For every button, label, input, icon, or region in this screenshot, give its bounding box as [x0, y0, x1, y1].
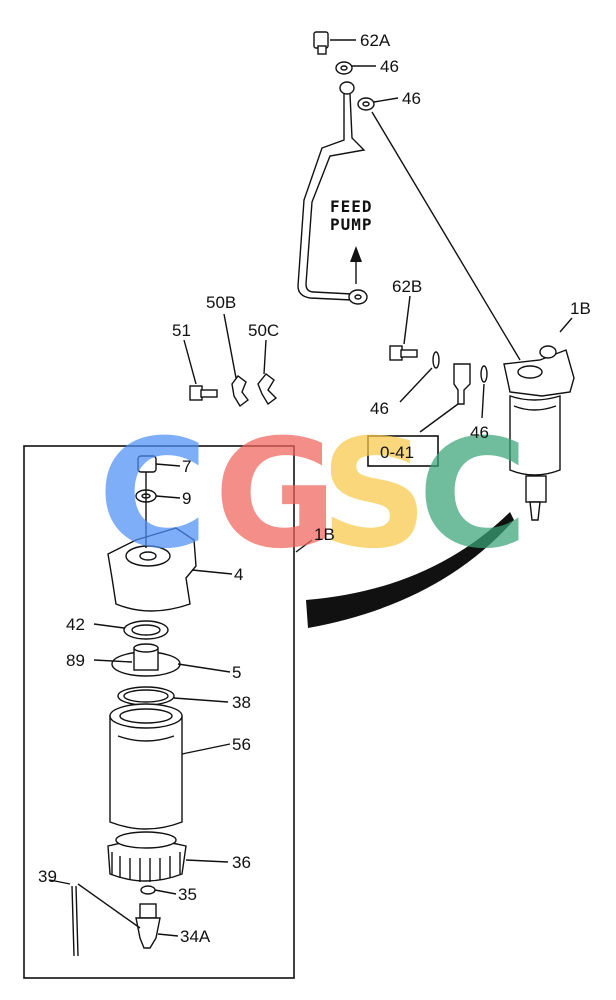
exploded-filter [49, 455, 233, 957]
watermark: C G S C [98, 408, 528, 582]
label-feed: FEED [330, 197, 373, 216]
label-1B-box: 1B [314, 525, 335, 544]
label-46-c: 46 [370, 399, 389, 418]
label-89: 89 [66, 651, 85, 670]
label-5: 5 [232, 663, 241, 682]
feed-pipe-assembly [297, 31, 521, 361]
watermark-letter-1: C [98, 408, 208, 582]
label-42: 42 [66, 615, 85, 634]
label-1B-top: 1B [570, 299, 591, 318]
watermark-letter-3: S [320, 408, 428, 582]
label-34A: 34A [180, 927, 211, 946]
watermark-letter-4: C [418, 408, 528, 582]
label-36: 36 [232, 853, 251, 872]
label-50C: 50C [248, 321, 279, 340]
label-46-b: 46 [402, 89, 421, 108]
watermark-letter-2: G [214, 408, 337, 582]
part-labels: 62A 46 46 FEED PUMP 62B 50B 51 50C 1B 46… [38, 31, 591, 946]
black-band [306, 512, 514, 628]
mounting-hardware [183, 295, 488, 433]
label-46-d: 46 [470, 423, 489, 442]
label-46-a: 46 [380, 57, 399, 76]
label-ref-0-41: 0-41 [380, 443, 414, 462]
label-7: 7 [182, 457, 191, 476]
label-38: 38 [232, 693, 251, 712]
label-62B: 62B [392, 277, 422, 296]
label-51: 51 [172, 321, 191, 340]
detail-frame [23, 445, 295, 979]
label-pump: PUMP [330, 215, 373, 234]
label-62A: 62A [360, 31, 391, 50]
label-56: 56 [232, 735, 251, 754]
label-4: 4 [234, 565, 243, 584]
label-35: 35 [178, 885, 197, 904]
label-50B: 50B [206, 293, 236, 312]
filter-assembly-small [503, 317, 575, 521]
label-9: 9 [182, 489, 191, 508]
label-39: 39 [38, 867, 57, 886]
reference-box [367, 435, 439, 467]
